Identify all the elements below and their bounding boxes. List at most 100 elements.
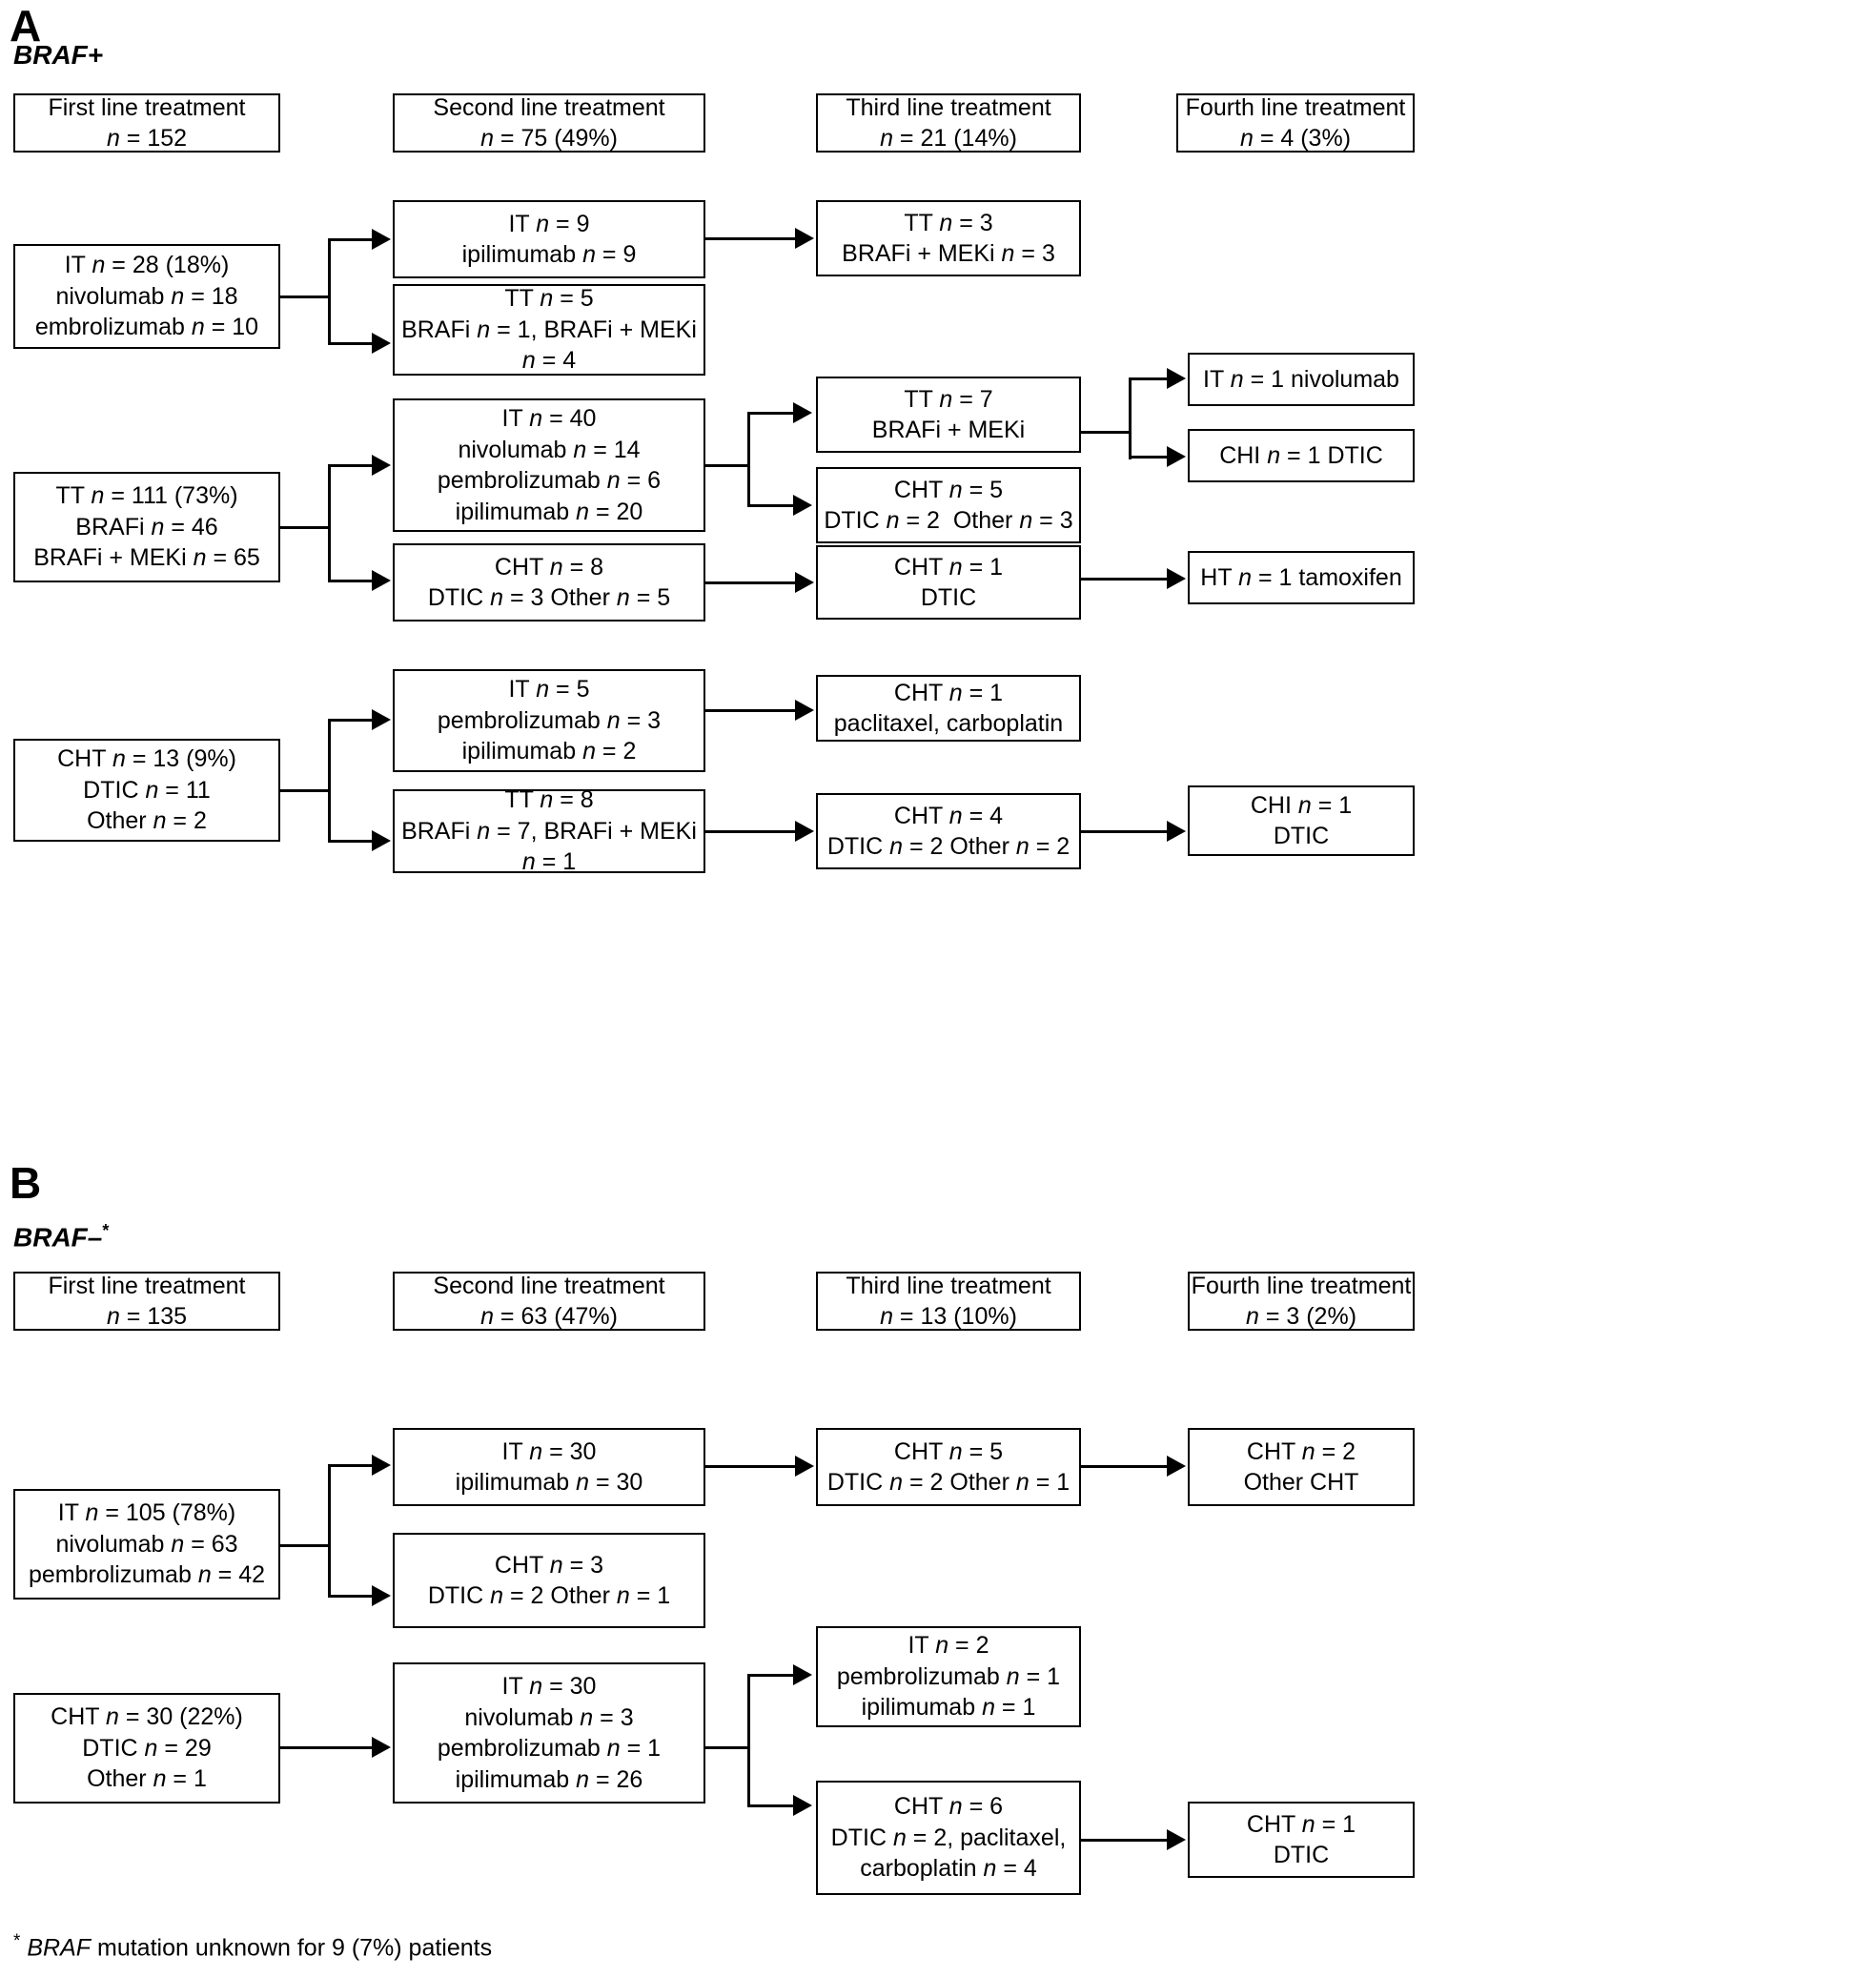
arrow-head (372, 1585, 391, 1606)
figure-footnote: * BRAF mutation unknown for 9 (7%) patie… (13, 1931, 492, 1962)
node-it-105-b: IT n = 105 (78%) nivolumab n = 63 pembro… (13, 1489, 280, 1600)
connector-line (280, 526, 330, 529)
connector-line (328, 238, 374, 241)
header-value: n = 75 (49%) (480, 125, 618, 152)
arrow-head (793, 1664, 812, 1685)
node-it-40-a: IT n = 40 nivolumab n = 14 pembrolizumab… (393, 398, 705, 532)
connector-line (747, 1674, 750, 1807)
header-title: Fourth line treatment (1191, 1272, 1412, 1299)
header-value: n = 21 (14%) (880, 125, 1017, 152)
header-box-third-line-a: Third line treatment n = 21 (14%) (816, 93, 1081, 153)
arrow-head (795, 228, 814, 249)
arrow-head (372, 709, 391, 730)
connector-line (328, 719, 331, 843)
node-ht-1-tamoxifen-a: HT n = 1 tamoxifen (1188, 551, 1415, 604)
connector-line (280, 1544, 330, 1547)
connector-line (280, 789, 330, 792)
node-cht-3-b: CHT n = 3 DTIC n = 2 Other n = 1 (393, 1533, 705, 1628)
arrow-head (793, 402, 812, 423)
node-it-2-b: IT n = 2 pembrolizumab n = 1 ipilimumab … (816, 1626, 1081, 1727)
node-it-5-a: IT n = 5 pembrolizumab n = 3 ipilimumab … (393, 669, 705, 772)
header-box-fourth-line-b: Fourth line treatment n = 3 (2%) (1188, 1272, 1415, 1331)
header-box-second-line-b: Second line treatment n = 63 (47%) (393, 1272, 705, 1331)
connector-line (328, 580, 374, 582)
header-value: n = 63 (47%) (480, 1303, 618, 1330)
connector-line (328, 464, 331, 582)
connector-line (705, 830, 797, 833)
connector-line (747, 1674, 795, 1677)
connector-line (705, 709, 797, 712)
connector-line (705, 464, 749, 467)
arrow-head (795, 1456, 814, 1477)
connector-line (1081, 1465, 1169, 1468)
node-tt-3-a: TT n = 3 BRAFi + MEKi n = 3 (816, 200, 1081, 276)
connector-line (328, 342, 374, 345)
header-title: Fourth line treatment (1185, 93, 1406, 121)
connector-line (328, 1464, 374, 1467)
node-cht-5-a: CHT n = 5 DTIC n = 2 Other n = 3 (816, 467, 1081, 543)
node-cht-2-b: CHT n = 2 Other CHT (1188, 1428, 1415, 1506)
node-tt-7-a: TT n = 7 BRAFi + MEKi (816, 377, 1081, 453)
panel-b-subtitle-asterisk: * (102, 1221, 110, 1240)
node-cht-30-b: CHT n = 30 (22%) DTIC n = 29 Other n = 1 (13, 1693, 280, 1804)
arrow-head (1167, 568, 1186, 589)
header-title: Second line treatment (433, 1272, 665, 1299)
arrow-head (1167, 368, 1186, 389)
node-cht-1-a: CHT n = 1 DTIC (816, 545, 1081, 620)
arrow-head (372, 1737, 391, 1758)
node-it-30-second-b: IT n = 30 nivolumab n = 3 pembrolizumab … (393, 1662, 705, 1804)
arrow-head (372, 1455, 391, 1476)
connector-line (747, 504, 795, 507)
connector-line (705, 237, 797, 240)
node-it-9-a: IT n = 9 ipilimumab n = 9 (393, 200, 705, 278)
header-box-fourth-line-a: Fourth line treatment n = 4 (3%) (1176, 93, 1415, 153)
node-cht-4-a: CHT n = 4 DTIC n = 2 Other n = 2 (816, 793, 1081, 869)
arrow-head (795, 821, 814, 842)
node-tt-111-a: TT n = 111 (73%) BRAFi n = 46 BRAFi + ME… (13, 472, 280, 582)
connector-line (747, 412, 795, 415)
connector-line (1081, 830, 1169, 833)
header-box-third-line-b: Third line treatment n = 13 (10%) (816, 1272, 1081, 1331)
arrow-head (793, 495, 812, 516)
arrow-head (1167, 821, 1186, 842)
header-title: Third line treatment (846, 1272, 1051, 1299)
connector-line (1129, 377, 1132, 459)
node-cht-1-paclitaxel-a: CHT n = 1 paclitaxel, carboplatin (816, 675, 1081, 742)
node-tt-5-a: TT n = 5 BRAFi n = 1, BRAFi + MEKi n = 4 (393, 284, 705, 376)
connector-line (1081, 1839, 1169, 1842)
connector-line (747, 1804, 795, 1807)
node-cht-8-a: CHT n = 8 DTIC n = 3 Other n = 5 (393, 543, 705, 622)
panel-a-subtitle: BRAF+ (13, 42, 103, 69)
connector-line (705, 1465, 797, 1468)
connector-line (1081, 578, 1169, 581)
node-chi-1-dtic-b-a: CHI n = 1 DTIC (1188, 785, 1415, 856)
arrow-head (1167, 446, 1186, 467)
header-box-second-line-a: Second line treatment n = 75 (49%) (393, 93, 705, 153)
connector-line (328, 238, 331, 345)
panel-letter-b: B (10, 1158, 42, 1208)
node-cht-13-a: CHT n = 13 (9%) DTIC n = 11 Other n = 2 (13, 739, 280, 842)
connector-line (280, 1746, 374, 1749)
header-title: First line treatment (48, 93, 246, 121)
panel-b-subtitle-text: BRAF– (13, 1222, 103, 1253)
connector-line (328, 464, 374, 467)
header-value: n = 4 (3%) (1239, 125, 1352, 152)
node-cht-5-b: CHT n = 5 DTIC n = 2 Other n = 1 (816, 1428, 1081, 1506)
connector-line (328, 719, 374, 722)
connector-line (328, 1595, 374, 1598)
arrow-head (793, 1795, 812, 1816)
connector-line (747, 412, 750, 507)
header-value: n = 152 (106, 125, 188, 152)
connector-line (1129, 377, 1169, 380)
arrow-head (372, 333, 391, 354)
footnote-italic-term: BRAF (27, 1934, 92, 1962)
panel-letter-a: A (10, 1, 42, 51)
header-value: n = 3 (2%) (1245, 1303, 1357, 1330)
connector-line (705, 581, 797, 584)
arrow-head (1167, 1456, 1186, 1477)
arrow-head (372, 570, 391, 591)
node-it-28-a: IT n = 28 (18%) nivolumab n = 18 embroli… (13, 244, 280, 349)
arrow-head (795, 700, 814, 721)
header-box-first-line-a: First line treatment n = 152 (13, 93, 280, 153)
